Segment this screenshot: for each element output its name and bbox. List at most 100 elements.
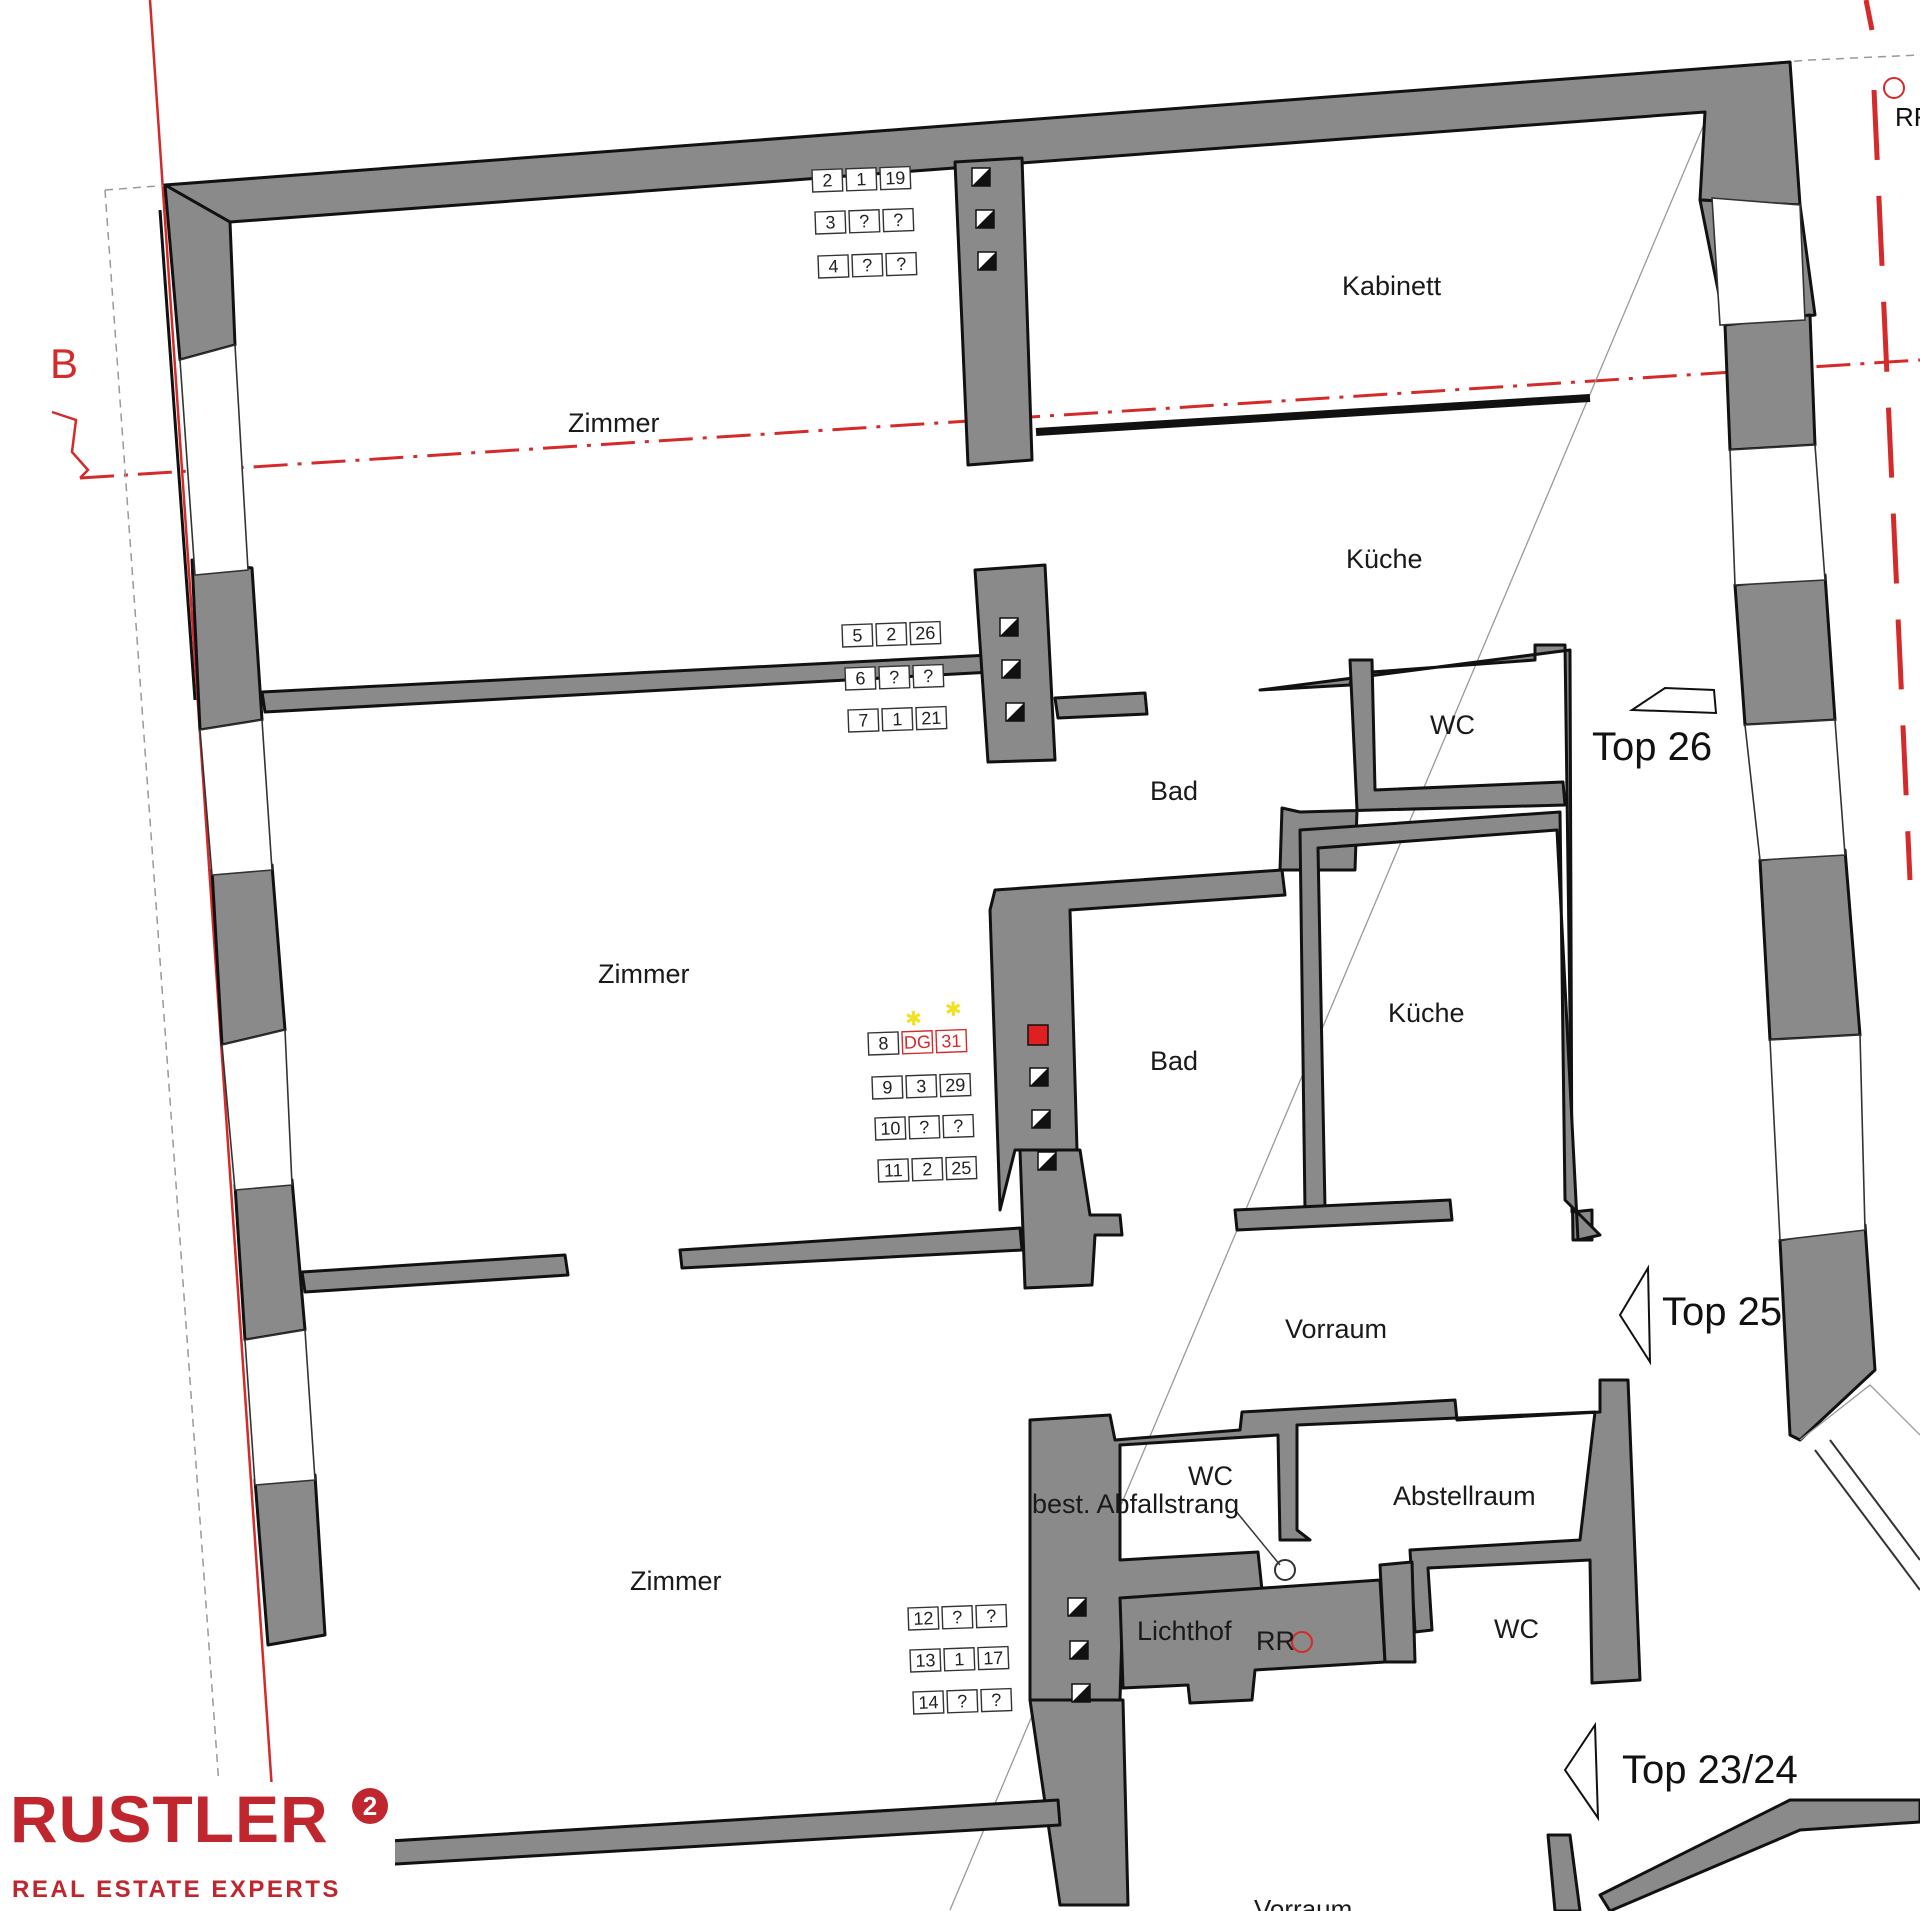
- svg-text:13: 13: [915, 1650, 936, 1671]
- svg-text:4: 4: [828, 256, 839, 276]
- outer-wall-right-2: [1723, 313, 1817, 452]
- svg-text:6: 6: [855, 668, 866, 688]
- edge-label: RR: [1895, 102, 1920, 132]
- svg-text:3: 3: [916, 1076, 927, 1096]
- boundary-dash-right: [1863, 0, 1875, 31]
- logo-superscript: 2: [352, 1788, 388, 1824]
- section-marker: B: [50, 340, 78, 387]
- svg-text:?: ?: [953, 1116, 964, 1136]
- wall-zimmer-mid-bottom-2: [678, 1226, 1024, 1270]
- room-kueche-mid: Küche: [1388, 998, 1465, 1028]
- room-kabinett: Kabinett: [1342, 271, 1442, 301]
- svg-text:?: ?: [889, 667, 900, 687]
- svg-text:?: ?: [859, 211, 870, 231]
- svg-text:10: 10: [880, 1118, 901, 1139]
- svg-text:?: ?: [862, 255, 873, 275]
- room-vorraum: Vorraum: [1285, 1314, 1387, 1344]
- section-arrow: [51, 410, 90, 479]
- wall-wc-box: [1278, 658, 1567, 872]
- room-zimmer-top: Zimmer: [568, 408, 659, 438]
- wall-zimmer-mid-bottom: [300, 1253, 570, 1294]
- svg-text:2: 2: [922, 1159, 933, 1179]
- room-zimmer-bottom: Zimmer: [630, 1566, 721, 1596]
- chimney-table-2: 5 2 26 6 ? ? 7 1 21: [841, 620, 948, 733]
- svg-text:1: 1: [892, 709, 903, 729]
- rr-circle-icon: [1291, 1631, 1313, 1653]
- wall-stair-bottom: [1598, 1798, 1920, 1911]
- rr-circle-icon: [1883, 77, 1905, 99]
- room-zimmer-mid: Zimmer: [598, 959, 689, 989]
- svg-text:8: 8: [878, 1033, 889, 1053]
- svg-text:12: 12: [913, 1608, 934, 1629]
- svg-text:1: 1: [954, 1649, 965, 1669]
- room-bad-mid: Bad: [1150, 1046, 1198, 1076]
- wall-bad-kueche-lower: [1233, 1198, 1454, 1232]
- svg-text:3: 3: [825, 212, 836, 232]
- wall-lichthof-right: [1378, 1560, 1417, 1664]
- svg-text:?: ?: [957, 1691, 968, 1711]
- svg-text:25: 25: [951, 1158, 972, 1179]
- outer-wall-left-4: [233, 1178, 307, 1342]
- outer-wall-right-5: [1778, 1223, 1877, 1442]
- entrance-arrow-top2324: [1563, 1721, 1600, 1822]
- room-lichthof: Lichthof: [1137, 1616, 1232, 1646]
- svg-text:26: 26: [915, 623, 936, 644]
- warning-icon: ✱: [944, 997, 962, 1022]
- room-rr: RR: [1256, 1626, 1295, 1656]
- chimney-table-1: 2 1 19 3 ? ? 4 ? ?: [811, 165, 918, 279]
- wall-zimmer-bottom: [323, 1798, 1062, 1870]
- wall-vorraum-lower: [1028, 1378, 1642, 1702]
- svg-text:?: ?: [986, 1606, 997, 1626]
- outer-wall-right-3: [1733, 573, 1837, 727]
- entrance-top25: Top 25: [1662, 1290, 1782, 1334]
- room-wc-bottom: WC: [1494, 1614, 1539, 1644]
- chimney-table-3: 8 DG 31 ✱ ✱ 9 3 29 10 ? ? 11 2 25: [867, 997, 978, 1183]
- plan-frame: [104, 54, 1920, 191]
- chimney-flues: [971, 167, 1091, 1703]
- logo-tagline: REAL ESTATE EXPERTS: [12, 1876, 341, 1903]
- room-bad-top: Bad: [1150, 776, 1198, 806]
- section-line-b: [79, 358, 1920, 480]
- svg-text:29: 29: [945, 1075, 966, 1096]
- entrance-arrow-top25: [1618, 1264, 1652, 1366]
- wall-chimney-top: [953, 156, 1034, 467]
- brand-logo: RUSTLER 2 REAL ESTATE EXPERTS: [0, 1782, 395, 1911]
- wall-kueche-bad: [1053, 691, 1149, 720]
- chimney-table-4: 12 ? ? 13 1 17 14 ? ?: [907, 1603, 1013, 1715]
- logo-name: RUSTLER: [10, 1782, 329, 1856]
- svg-text:9: 9: [882, 1077, 893, 1097]
- room-abfallstrang: best. Abfallstrang: [1032, 1489, 1239, 1519]
- outer-wall-left-5: [253, 1473, 327, 1647]
- svg-text:14: 14: [918, 1692, 939, 1713]
- room-abstellraum: Abstellraum: [1393, 1481, 1536, 1511]
- svg-text:DG: DG: [904, 1032, 932, 1053]
- outer-wall-left-2: [190, 558, 264, 732]
- boundary-dash-right-2: [1871, 89, 1913, 881]
- entrance-top2324: Top 23/24: [1622, 1748, 1798, 1792]
- svg-text:5: 5: [852, 625, 863, 645]
- wall-bottom-chimney: [1028, 1698, 1130, 1907]
- entrance-arrow-top26: [1628, 686, 1718, 715]
- flue-label: 2: [822, 170, 833, 190]
- svg-text:1: 1: [856, 169, 867, 189]
- svg-text:19: 19: [885, 168, 906, 189]
- svg-text:7: 7: [858, 710, 869, 730]
- svg-text:11: 11: [884, 1160, 903, 1181]
- outer-wall-left-3: [210, 863, 287, 1047]
- svg-text:?: ?: [919, 1117, 930, 1137]
- entrance-top26: Top 26: [1592, 725, 1712, 769]
- outer-wall-right-4: [1758, 848, 1862, 1042]
- svg-text:?: ?: [923, 666, 934, 686]
- svg-text:21: 21: [921, 708, 942, 729]
- svg-text:2: 2: [886, 624, 897, 644]
- wall-chimney-lower: [1018, 1148, 1124, 1290]
- drain-circle-icon: [1274, 1559, 1296, 1581]
- room-wc-mid: WC: [1188, 1461, 1233, 1491]
- svg-text:?: ?: [991, 1690, 1002, 1710]
- svg-text:?: ?: [952, 1607, 963, 1627]
- svg-text:?: ?: [896, 254, 907, 274]
- svg-text:31: 31: [941, 1031, 962, 1052]
- warning-icon: ✱: [905, 1006, 923, 1031]
- wall-top2324: [1546, 1833, 1582, 1911]
